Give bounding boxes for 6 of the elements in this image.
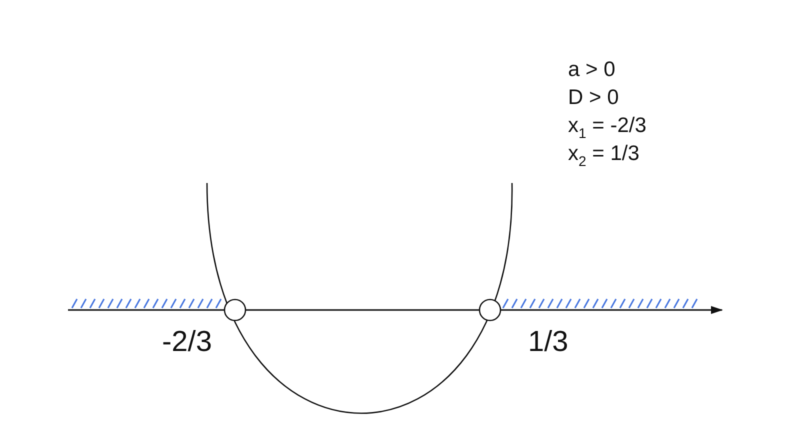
condition-text: x$_{1}$ = -2/3 xyxy=(568,114,646,138)
root-label: -2/3 xyxy=(162,325,212,359)
root-label: 1/3 xyxy=(528,325,568,359)
condition-text: a > 0 xyxy=(568,58,616,82)
condition-text: x$_{2}$ = 1/3 xyxy=(568,142,640,166)
condition-text: D > 0 xyxy=(568,86,619,110)
